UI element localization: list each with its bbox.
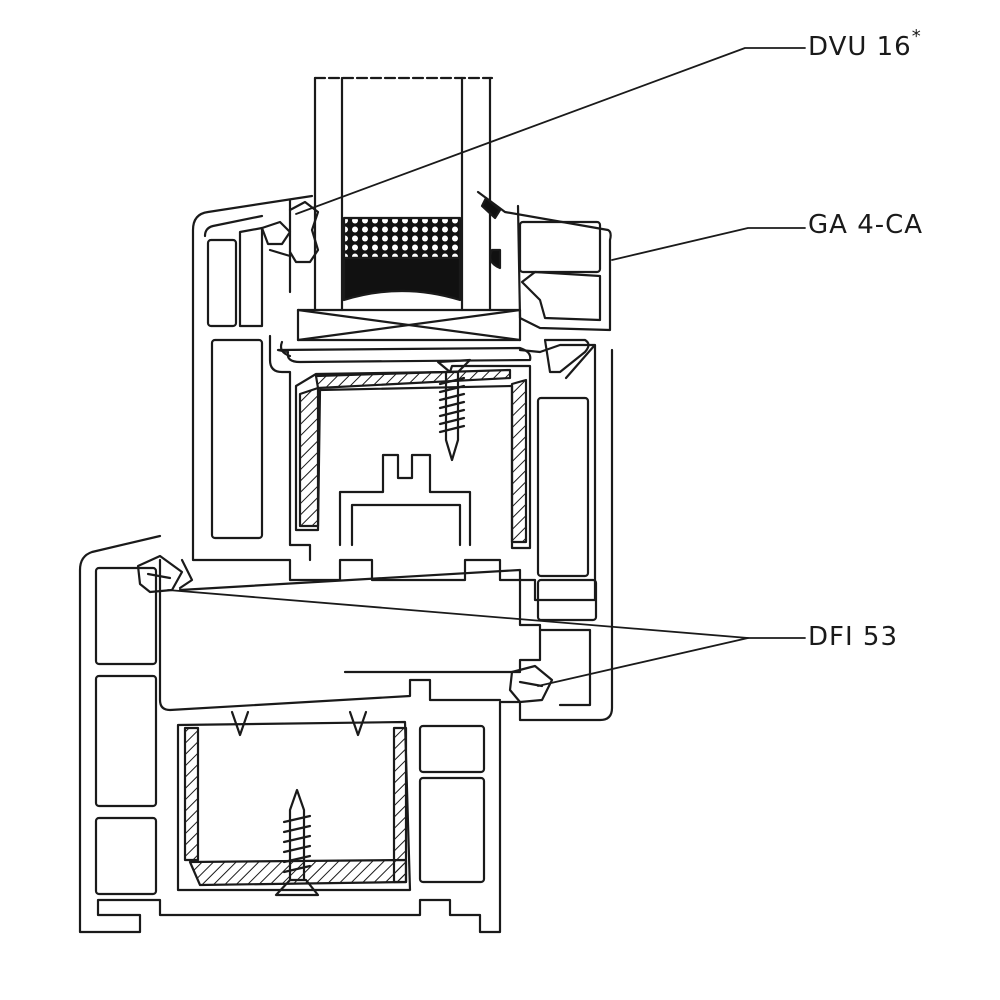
leader-ga — [611, 227, 806, 261]
glazing-block — [296, 308, 522, 342]
leader-dfi-lower — [537, 637, 749, 687]
glazing-gasket — [260, 200, 320, 264]
label-dvu-16: DVU 16* — [808, 26, 922, 62]
label-dfi-53: DFI 53 — [808, 622, 898, 652]
glazing-bead — [476, 190, 612, 332]
label-asterisk: * — [911, 26, 922, 47]
leader-lines — [167, 47, 806, 687]
glass-pane — [313, 76, 494, 312]
leader-dvu — [295, 47, 806, 215]
frame-screw — [274, 788, 320, 897]
frame-profile — [78, 348, 614, 934]
label-ga-4-ca: GA 4-CA — [808, 210, 924, 240]
leader-dfi-upper — [167, 589, 806, 639]
sash-profile — [191, 194, 597, 602]
frame-gasket-left — [136, 554, 194, 594]
sash-screw — [436, 358, 472, 462]
glass-spacer — [342, 216, 462, 302]
